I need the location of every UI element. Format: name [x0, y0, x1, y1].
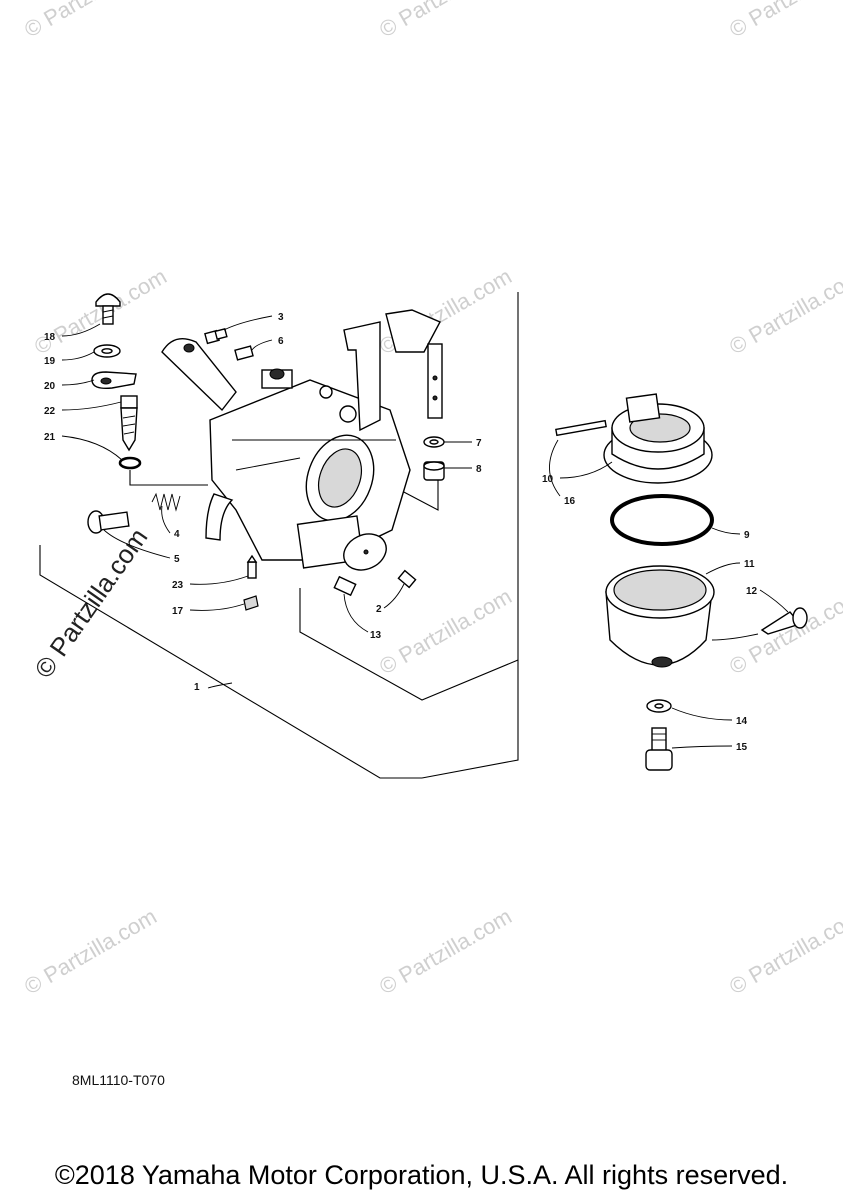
part-10-float	[603, 393, 713, 484]
callout-17: 17	[172, 606, 184, 617]
watermark-top-left: © Partzilla.com	[20, 0, 161, 42]
callout-12: 12	[746, 586, 758, 597]
callout-6: 6	[278, 336, 284, 347]
part-12-screw	[760, 607, 808, 635]
callout-9: 9	[744, 530, 750, 541]
part-14-washer	[646, 699, 672, 713]
callout-4: 4	[174, 529, 180, 540]
part-6-screw	[234, 345, 254, 361]
callout-8: 8	[476, 464, 482, 475]
part-18-screw	[95, 293, 121, 325]
callout-10: 10	[542, 474, 554, 485]
watermark-upper-left: © Partzilla.com	[30, 264, 171, 360]
choke-shaft	[385, 309, 443, 419]
watermark-middle-center: © Partzilla.com	[375, 584, 516, 680]
part-2-throttle-valve	[343, 533, 387, 571]
callout-3: 3	[278, 312, 284, 323]
callout-19: 19	[44, 356, 56, 367]
callout-15: 15	[736, 742, 748, 753]
callout-18: 18	[44, 332, 56, 343]
watermark-middle-right: © Partzilla.com	[725, 584, 843, 680]
part-15-drain-screw	[645, 727, 673, 771]
watermark-lower-center: © Partzilla.com	[375, 904, 516, 1000]
callout-20: 20	[44, 381, 56, 392]
part-7-washer	[423, 436, 445, 448]
callout-7: 7	[476, 438, 482, 449]
watermark-top-right: © Partzilla.com	[725, 0, 843, 42]
part-11-float-bowl	[605, 565, 715, 668]
part-23-needle	[246, 554, 258, 579]
part-22-adjust-screw	[120, 395, 138, 452]
copyright-notice: ©2018 Yamaha Motor Corporation, U.S.A. A…	[54, 1160, 789, 1190]
part-1-carburetor-body	[161, 321, 411, 569]
part-13-plug	[333, 575, 357, 597]
callout-11: 11	[744, 559, 755, 570]
callout-23: 23	[172, 580, 184, 591]
part-17-clip	[243, 595, 259, 611]
part-20-plate	[91, 371, 137, 390]
watermark-layer: © Partzilla.com © Partzilla.com © Partzi…	[20, 0, 843, 999]
part-16-pin	[555, 419, 607, 437]
diagram-reference-code: 8ML1110-T070	[72, 1072, 165, 1088]
part-8-seal	[423, 461, 445, 481]
callout-16: 16	[564, 496, 576, 507]
watermark-lower-left: © Partzilla.com	[20, 904, 161, 1000]
part-9-gasket	[610, 494, 714, 546]
part-3-screw	[204, 327, 228, 345]
watermark-lower-right: © Partzilla.com	[725, 904, 843, 1000]
callout-21: 21	[44, 432, 56, 443]
callout-13: 13	[370, 630, 382, 641]
callout-22: 22	[44, 406, 56, 417]
part-21-o-ring	[118, 456, 142, 470]
callout-5: 5	[174, 554, 180, 565]
part-19-washer	[93, 344, 121, 358]
callout-labels: 18 19 20 22 21 4 5 23 17 3 6 2 13 1 7 8 …	[44, 312, 758, 753]
part-2-screw	[397, 569, 417, 589]
callout-14: 14	[736, 716, 748, 727]
callout-1: 1	[194, 682, 200, 693]
part-5-screw	[87, 510, 130, 534]
leader-lines	[61, 315, 789, 749]
callout-2: 2	[376, 604, 382, 615]
watermark-top-center: © Partzilla.com	[375, 0, 516, 42]
watermark-upper-right: © Partzilla.com	[725, 264, 843, 360]
part-4-spring	[151, 492, 181, 512]
